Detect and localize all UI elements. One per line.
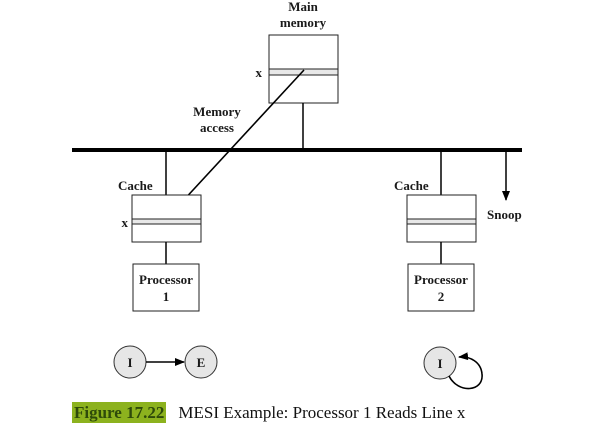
processor2-label-2: 2 (438, 289, 445, 304)
processor1-box (132, 263, 200, 312)
cache2-label: Cache (394, 178, 429, 193)
figure-caption: Figure 17.22 MESI Example: Processor 1 Re… (72, 402, 466, 423)
figure-title: MESI Example: Processor 1 Reads Line x (178, 403, 466, 422)
cache1-line-x (131, 218, 202, 225)
memory-access-label-2: access (200, 120, 234, 135)
state-e-p1 (184, 345, 218, 379)
cache1-x-label: x (122, 215, 129, 230)
main-memory-line-x (268, 68, 339, 76)
state-i-p1-label: I (127, 355, 132, 370)
state-i-p2 (423, 346, 457, 380)
figure-number: Figure 17.22 (72, 402, 167, 423)
processor1-label-1: Processor (139, 272, 193, 287)
processor1-label-2: 1 (163, 289, 170, 304)
main-memory-label-2: memory (280, 15, 327, 30)
processor2-label-1: Processor (414, 272, 468, 287)
snoop-label: Snoop (487, 207, 522, 222)
cache2-line-x (406, 218, 477, 225)
self-loop-arrow-p2 (448, 352, 483, 390)
cache1-label: Cache (118, 178, 153, 193)
state-e-p1-label: E (197, 355, 206, 370)
memory-access-label-1: Memory (193, 104, 241, 119)
main-memory-label-1: Main (288, 0, 318, 14)
main-memory-x-label: x (256, 65, 263, 80)
processor2-box (407, 263, 475, 312)
memory-access-arrow (168, 69, 305, 217)
state-i-p2-label: I (437, 356, 442, 371)
